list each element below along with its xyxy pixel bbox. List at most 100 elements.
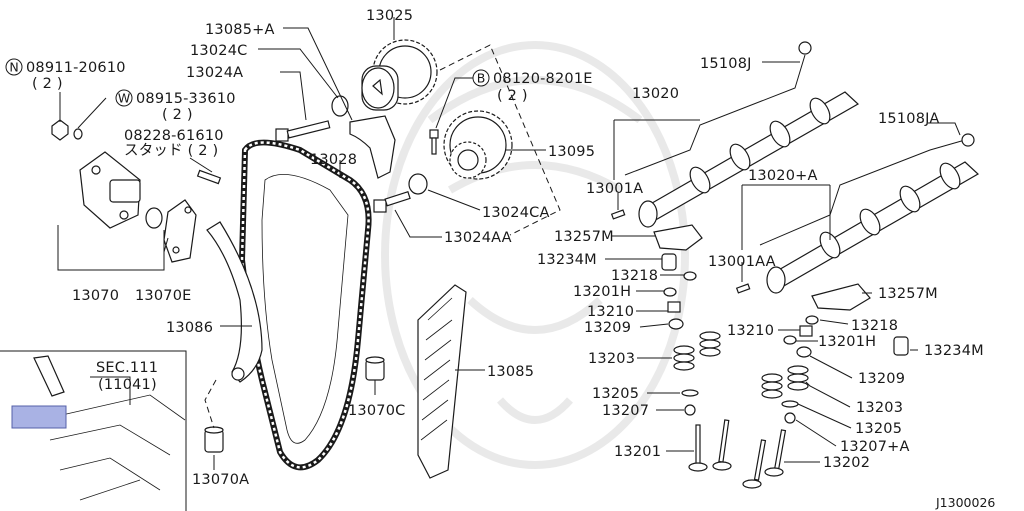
- bolt-13024a[interactable]: [275, 120, 331, 142]
- label-sec-ref: (11041): [98, 377, 157, 393]
- label-13095[interactable]: 13095: [548, 144, 595, 160]
- lifter-13210-right[interactable]: [799, 325, 813, 337]
- valve-13202[interactable]: [742, 429, 787, 489]
- label-13203-right[interactable]: 13203: [856, 400, 903, 416]
- label-13209-left[interactable]: 13209: [584, 320, 631, 336]
- label-13085a[interactable]: 13085+A: [205, 22, 275, 38]
- oil-tube-15108j[interactable]: [624, 41, 812, 176]
- seal-13201h-left[interactable]: [663, 287, 677, 297]
- label-13201h-left[interactable]: 13201H: [573, 284, 631, 300]
- label-08228[interactable]: 08228-61610: [124, 128, 224, 144]
- camshaft-sprocket-13095[interactable]: [443, 110, 513, 180]
- label-sec[interactable]: SEC.111: [96, 360, 158, 376]
- label-13257m-left[interactable]: 13257M: [554, 229, 614, 245]
- label-13001aa[interactable]: 13001AA: [708, 254, 776, 270]
- label-13203-left[interactable]: 13203: [588, 351, 635, 367]
- label-13201h-right[interactable]: 13201H: [818, 334, 876, 350]
- label-13070e[interactable]: 13070E: [135, 288, 192, 304]
- spring-13203-right[interactable]: [761, 365, 809, 399]
- label-13234m-right[interactable]: 13234M: [924, 343, 984, 359]
- camshaft-13020[interactable]: [638, 91, 860, 228]
- retainer-13209-left[interactable]: [668, 318, 684, 330]
- watermark-emblem: [381, 41, 689, 469]
- lifter-13210-left[interactable]: [667, 301, 681, 313]
- label-13201[interactable]: 13201: [614, 444, 661, 460]
- oil-tube-15108ja[interactable]: [759, 133, 975, 246]
- rocker-13257m-right[interactable]: [811, 283, 871, 311]
- label-13210-right[interactable]: 13210: [727, 323, 774, 339]
- valve-stack-left: [663, 271, 732, 472]
- valve-guide-13207[interactable]: [684, 404, 696, 416]
- label-13024ca[interactable]: 13024CA: [482, 205, 550, 221]
- label-13070a[interactable]: 13070A: [192, 472, 249, 488]
- label-13207[interactable]: 13207: [602, 403, 649, 419]
- inset-cylinder-head-box: [0, 350, 187, 511]
- label-13209-right[interactable]: 13209: [858, 371, 905, 387]
- label-15108j[interactable]: 15108J: [700, 56, 752, 72]
- diagram-id: J1300026: [935, 495, 995, 510]
- label-08915[interactable]: 08915-33610: [136, 91, 236, 107]
- label-13025[interactable]: 13025: [366, 8, 413, 24]
- slack-guide-13086[interactable]: [206, 221, 263, 383]
- label-13020[interactable]: 13020: [632, 86, 679, 102]
- seal-13201h-right[interactable]: [783, 335, 797, 345]
- leader-lines: [57, 17, 961, 470]
- seat-13205-right[interactable]: [781, 400, 799, 408]
- bolt-13024aa[interactable]: [373, 190, 411, 213]
- spring-13203-left[interactable]: [673, 331, 721, 371]
- label-13024c[interactable]: 13024C: [190, 43, 247, 59]
- pin-guide-dashed: [204, 379, 217, 429]
- label-13205-left[interactable]: 13205: [592, 386, 639, 402]
- label-13085[interactable]: 13085: [487, 364, 534, 380]
- camshaft-13020a[interactable]: [766, 160, 980, 294]
- part-labels: 13025 13085+A 13024C 13024A 08911-20610 …: [26, 8, 995, 510]
- label-13207a[interactable]: 13207+A: [840, 439, 910, 455]
- label-13205-right[interactable]: 13205: [855, 421, 902, 437]
- camshaft-sprocket-13025[interactable]: [361, 39, 438, 111]
- highlight-marker[interactable]: [11, 405, 67, 429]
- label-13210-left[interactable]: 13210: [587, 304, 634, 320]
- label-13001a[interactable]: 13001A: [586, 181, 643, 197]
- valve-guide-13207a[interactable]: [784, 412, 796, 424]
- chain-tensioner-13070[interactable]: [79, 151, 141, 229]
- washer[interactable]: [73, 128, 83, 140]
- lash-adjuster-13234m-left[interactable]: [661, 253, 677, 271]
- label-13257m-right[interactable]: 13257M: [878, 286, 938, 302]
- shim-13218-left[interactable]: [683, 271, 697, 281]
- symbol-b-circle: B: [472, 69, 490, 87]
- label-13028[interactable]: 13028: [310, 152, 357, 168]
- chain-guide-13085a[interactable]: [349, 115, 396, 179]
- o-ring[interactable]: [145, 207, 163, 229]
- seat-13205-left[interactable]: [681, 389, 699, 397]
- label-13020a[interactable]: 13020+A: [748, 168, 818, 184]
- label-08120[interactable]: 08120-8201E: [493, 71, 593, 87]
- label-13070[interactable]: 13070: [72, 288, 119, 304]
- guide-bolt-13070a[interactable]: [204, 426, 224, 453]
- lash-adjuster-13234m-right[interactable]: [893, 336, 909, 356]
- label-13218-left[interactable]: 13218: [611, 268, 658, 284]
- bolt-08120[interactable]: [429, 129, 439, 155]
- stud[interactable]: [196, 169, 222, 185]
- shim-13218-right[interactable]: [805, 315, 819, 325]
- rocker-13257m-left[interactable]: [653, 224, 703, 251]
- label-13234m-left[interactable]: 13234M: [537, 252, 597, 268]
- dowel-13001a[interactable]: [610, 209, 626, 220]
- label-08911[interactable]: 08911-20610: [26, 60, 126, 76]
- retainer-13209-right[interactable]: [796, 346, 812, 358]
- label-13086[interactable]: 13086: [166, 320, 213, 336]
- nut[interactable]: [51, 119, 69, 141]
- label-13218-right[interactable]: 13218: [851, 318, 898, 334]
- label-13202[interactable]: 13202: [823, 455, 870, 471]
- chain-guide-13085[interactable]: [417, 284, 467, 479]
- dowel-13001aa[interactable]: [735, 283, 751, 294]
- label-13070c[interactable]: 13070C: [348, 403, 405, 419]
- label-13024a[interactable]: 13024A: [186, 65, 243, 81]
- tensioner-gasket-13070e[interactable]: [163, 199, 197, 263]
- valve-stack-right: [742, 315, 819, 489]
- guide-bolt-13070c[interactable]: [365, 356, 385, 381]
- valve-13201[interactable]: [688, 419, 732, 472]
- label-15108ja[interactable]: 15108JA: [878, 111, 939, 127]
- label-13024aa[interactable]: 13024AA: [444, 230, 512, 246]
- washer-13024ca[interactable]: [408, 173, 428, 195]
